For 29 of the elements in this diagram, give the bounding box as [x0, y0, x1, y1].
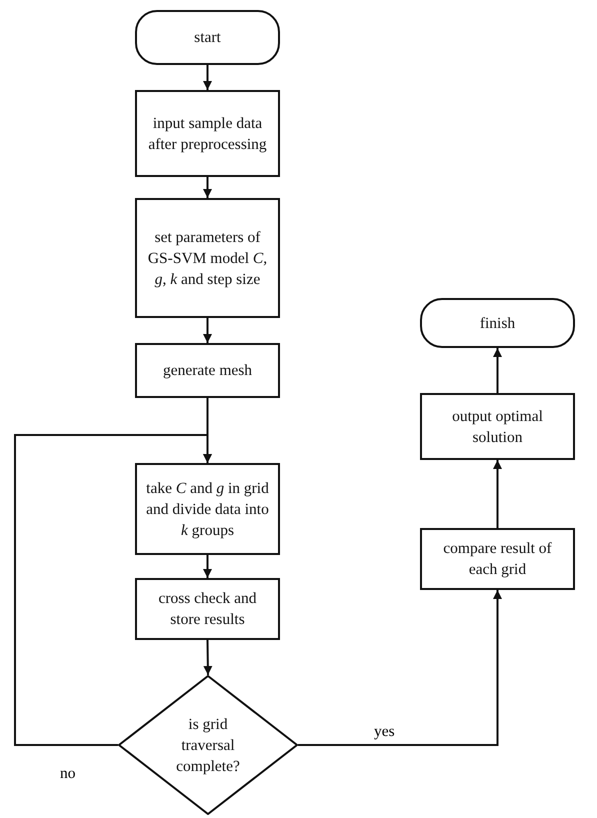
- process-box: [135, 198, 280, 318]
- arrow: [203, 65, 212, 90]
- node-label: is grid traversal complete?: [175, 714, 241, 776]
- process-box: [135, 578, 280, 640]
- arrow: [203, 640, 212, 676]
- node-label: cross check and store results: [157, 589, 258, 630]
- process-box: [135, 463, 280, 555]
- node-label: generate mesh: [162, 361, 254, 381]
- node-label: finish: [478, 314, 516, 334]
- arrow: [298, 590, 502, 746]
- arrow: [493, 460, 502, 528]
- node-label: set parameters of GS-SVM model C, g, k and step size: [146, 228, 268, 290]
- decision-diamond: [118, 675, 298, 815]
- process-box: [135, 90, 280, 177]
- node-label: output optimal solution: [451, 406, 544, 448]
- terminal-box: [420, 298, 575, 348]
- node-label: input sample data after preprocessing: [147, 114, 268, 154]
- process-box: [420, 393, 575, 460]
- node-label: start: [193, 28, 222, 48]
- arrow: [14, 434, 212, 746]
- process-box: [135, 343, 280, 398]
- node-label: take C and g in grid and divide data into k groups: [145, 478, 270, 540]
- terminal-box: [135, 10, 280, 65]
- arrow: [203, 555, 212, 578]
- arrow: [493, 348, 502, 393]
- arrow: [203, 177, 212, 198]
- node-label: compare result of each grid: [442, 539, 553, 580]
- process-box: [420, 528, 575, 590]
- arrow: [203, 318, 212, 343]
